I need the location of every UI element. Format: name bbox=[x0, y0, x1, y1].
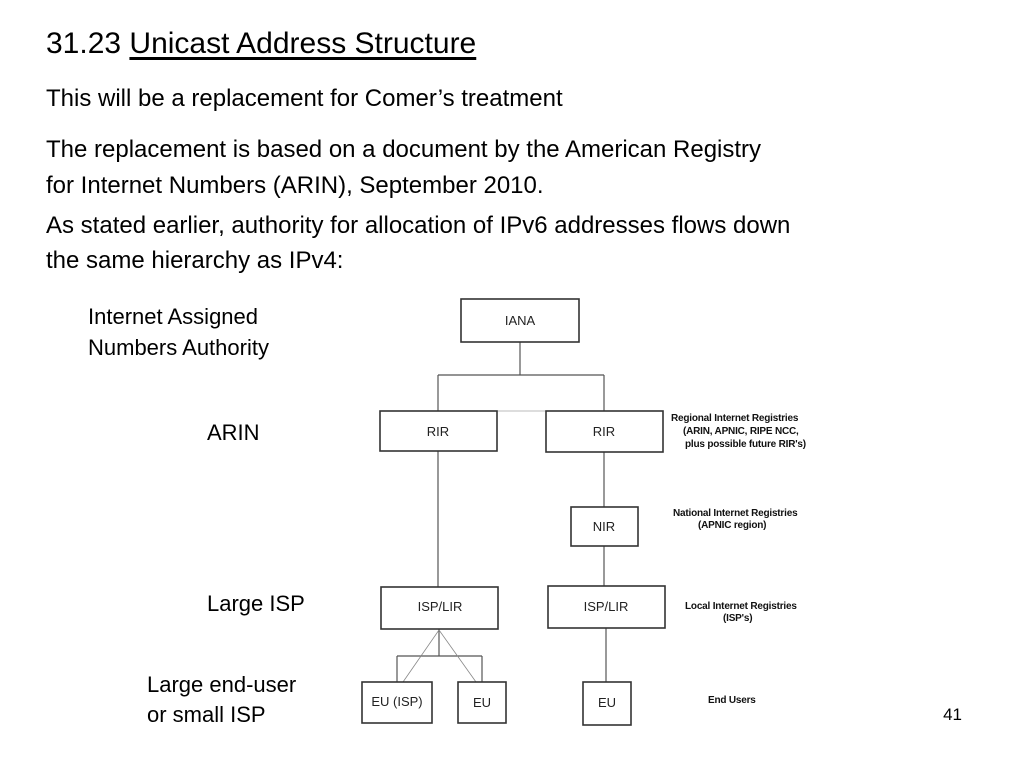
note-nir-line2: (APNIC region) bbox=[698, 520, 767, 531]
page-number: 41 bbox=[943, 705, 962, 724]
paragraph-authority-line1: As stated earlier, authority for allocat… bbox=[46, 212, 791, 239]
paragraph-replacement: This will be a replacement for Comer’s t… bbox=[46, 85, 563, 112]
label-arin: ARIN bbox=[207, 420, 260, 445]
node-eu-mid-label: EU bbox=[473, 695, 491, 710]
connector-diagonal-left bbox=[402, 629, 440, 683]
node-nir-label: NIR bbox=[593, 519, 615, 534]
label-enduser-line1: Large end-user bbox=[147, 672, 297, 697]
note-rir-line2: (ARIN, APNIC, RIPE NCC, bbox=[683, 426, 799, 437]
node-eu-mid: EU bbox=[457, 681, 507, 724]
node-rir-right: RIR bbox=[545, 410, 664, 453]
slide-title: 31.23 Unicast Address Structure bbox=[46, 26, 476, 62]
node-rir-left: RIR bbox=[379, 410, 498, 452]
node-rir-right-label: RIR bbox=[593, 424, 615, 439]
title-number: 31.23 bbox=[46, 27, 122, 60]
paragraph-arin-line1: The replacement is based on a document b… bbox=[46, 136, 762, 163]
node-eu-right-label: EU bbox=[598, 695, 616, 710]
node-nir: NIR bbox=[570, 506, 639, 547]
node-eu-isp-label: EU (ISP) bbox=[371, 694, 422, 709]
note-lir-line2: (ISP's) bbox=[723, 613, 753, 624]
note-end-users: End Users bbox=[708, 695, 756, 706]
title-topic: Unicast Address Structure bbox=[129, 27, 477, 60]
note-rir-line1: Regional Internet Registries bbox=[671, 413, 799, 424]
label-large-isp: Large ISP bbox=[207, 591, 305, 616]
node-eu-isp: EU (ISP) bbox=[361, 681, 433, 724]
note-lir-line1: Local Internet Registries bbox=[685, 601, 797, 612]
node-isp-right-label: ISP/LIR bbox=[584, 599, 629, 614]
label-enduser-line2: or small ISP bbox=[147, 702, 266, 727]
label-iana-line1: Internet Assigned bbox=[88, 304, 259, 329]
paragraph-arin-line2: for Internet Numbers (ARIN), September 2… bbox=[46, 172, 544, 199]
node-isp-right: ISP/LIR bbox=[547, 585, 666, 629]
node-eu-right: EU bbox=[582, 681, 632, 726]
node-isp-left: ISP/LIR bbox=[380, 586, 499, 630]
note-nir-line1: National Internet Registries bbox=[673, 508, 798, 519]
note-rir-line3: plus possible future RIR's) bbox=[685, 439, 806, 450]
label-iana-line2: Numbers Authority bbox=[88, 335, 269, 360]
paragraph-authority-line2: the same hierarchy as IPv4: bbox=[46, 247, 344, 274]
node-iana-label: IANA bbox=[505, 313, 536, 328]
connector-diagonal-right bbox=[438, 629, 477, 683]
node-rir-left-label: RIR bbox=[427, 424, 449, 439]
node-iana: IANA bbox=[460, 298, 580, 343]
node-isp-left-label: ISP/LIR bbox=[418, 599, 463, 614]
